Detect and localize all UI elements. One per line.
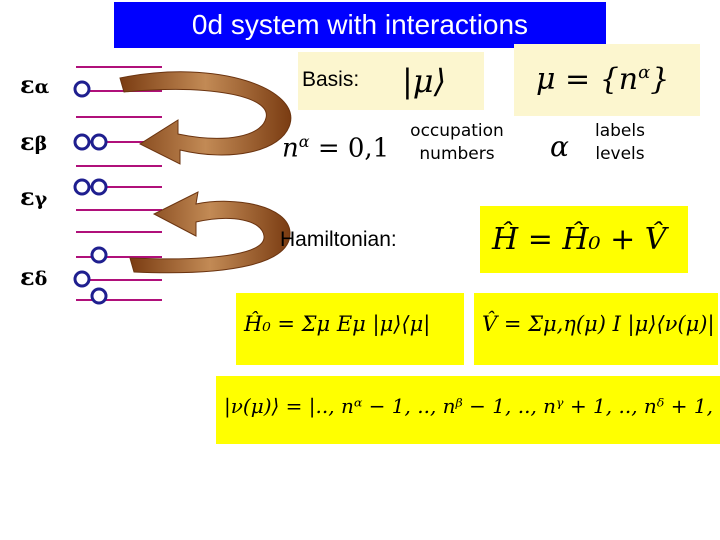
level-label-gamma: εγ xyxy=(20,182,47,211)
occupied-level-circle xyxy=(92,248,106,262)
occupied-level-circle xyxy=(92,289,106,303)
occupied-level-circle xyxy=(75,180,89,194)
occupation-circles xyxy=(75,82,106,303)
basis-label: Basis: xyxy=(302,68,359,92)
occupied-level-circle xyxy=(92,135,106,149)
hamiltonian-equation: Ĥ = Ĥ₀ + V̂ xyxy=(492,222,666,257)
level-label-beta: εβ xyxy=(20,127,47,156)
occupation-definition: nα = 0,1 xyxy=(282,132,389,164)
basis-ket: |μ⟩ xyxy=(402,62,446,100)
occupation-numbers-label: occupation numbers xyxy=(396,120,518,166)
occupied-level-circle xyxy=(75,272,89,286)
labels-levels-label: labels levels xyxy=(584,120,656,166)
hamiltonian-label: Hamiltonian: xyxy=(280,228,397,252)
occupied-level-circle xyxy=(75,135,89,149)
occupied-level-circle xyxy=(92,180,106,194)
level-label-delta: εδ xyxy=(20,262,47,291)
level-label-alpha: εα xyxy=(20,70,49,99)
v-definition: V̂ = Σμ,η(μ) I |μ⟩⟨ν(μ)| xyxy=(482,312,715,336)
h0-definition: Ĥ₀ = Σμ Eμ |μ⟩⟨μ| xyxy=(244,312,430,336)
nu-definition: |ν(μ)⟩ = |.., nᵅ − 1, .., nᵝ − 1, .., nᵞ… xyxy=(224,394,720,418)
occupied-level-circle xyxy=(75,82,89,96)
mu-definition: μ = {nα} xyxy=(536,62,669,97)
alpha-symbol: α xyxy=(550,130,569,163)
